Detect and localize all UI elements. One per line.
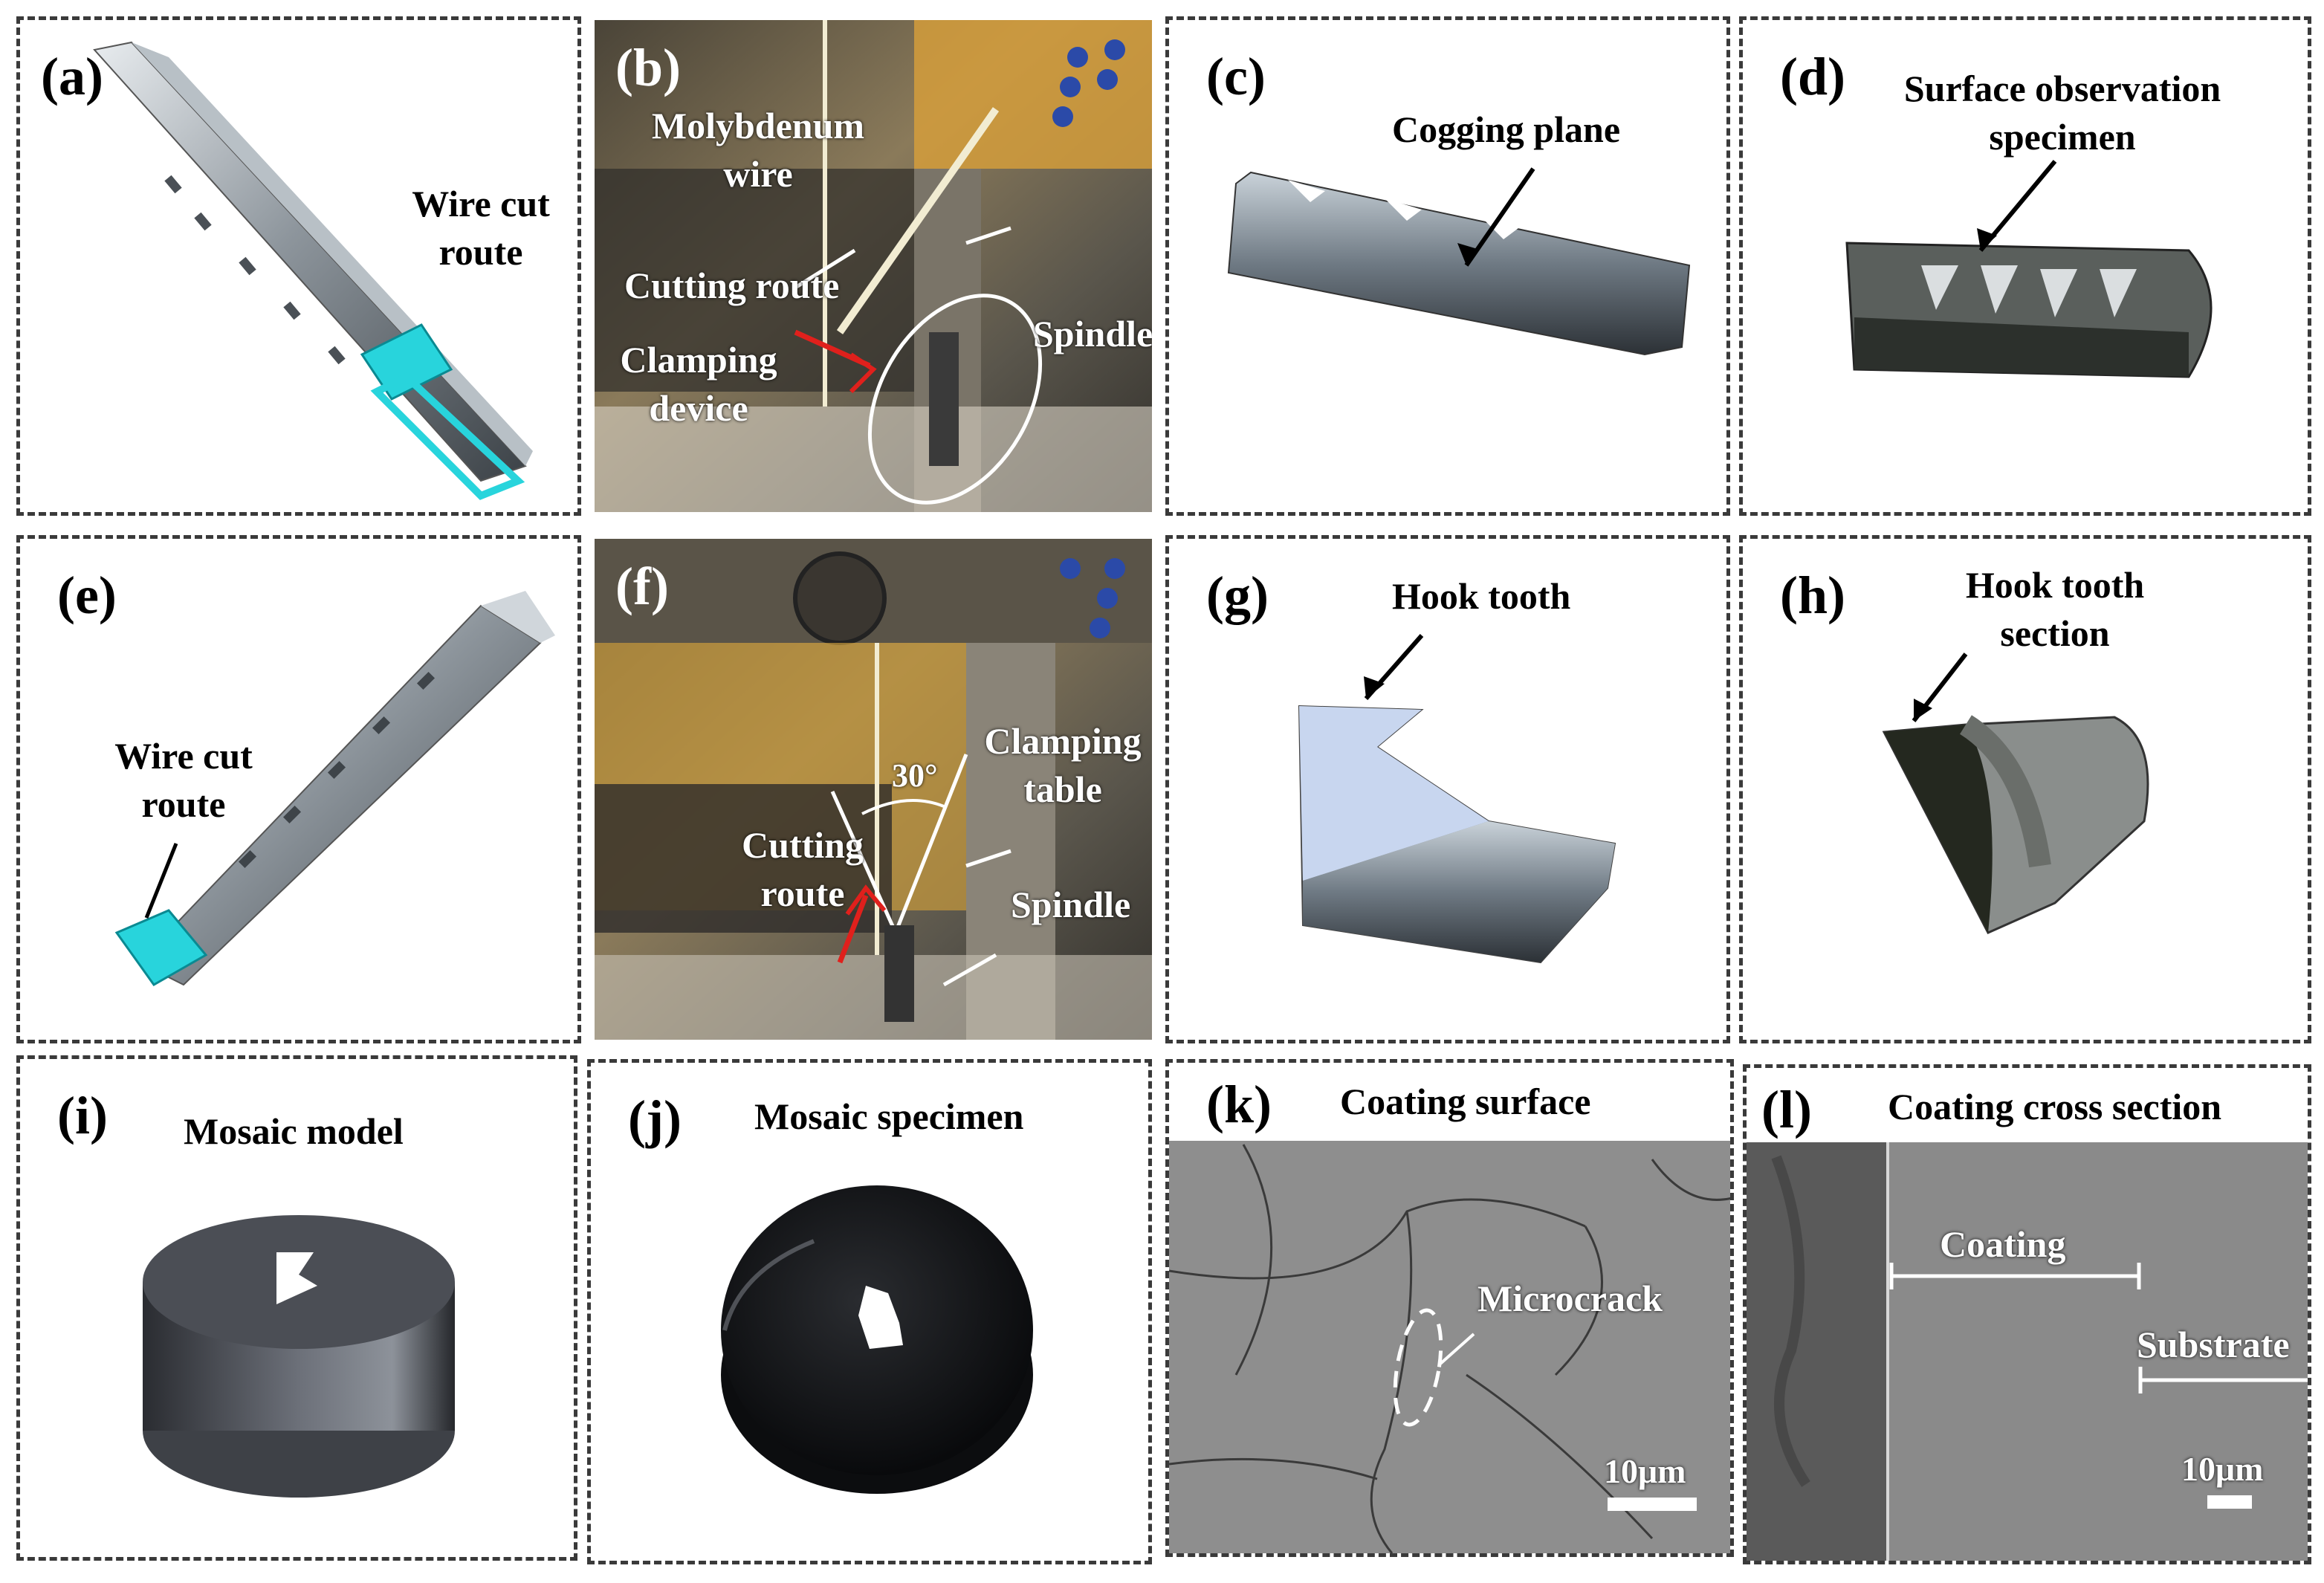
wire-cut-machine-photo-2 <box>595 539 1152 1040</box>
mosaic-model-diagram <box>143 1215 455 1498</box>
panel-f: (f) 30° Clamping table Cutting route Spi… <box>591 535 1156 1043</box>
spindle-label: Spindle <box>1033 313 1153 355</box>
cutting-route-label: Cutting route <box>624 265 840 306</box>
hook-tooth-section-label: Hook tooth section <box>1965 564 2145 654</box>
panel-j: (j) Mosaic specimen <box>587 1059 1152 1564</box>
cogging-plane-model <box>1227 167 1691 356</box>
panel-k: (k) Coating surface Microcrack 10μm <box>1165 1059 1734 1557</box>
cut-route-marker <box>114 909 208 986</box>
cutting-route-label: Cutting route <box>742 824 864 914</box>
clamping-device-label: Clamping device <box>620 339 777 429</box>
panel-letter: (h) <box>1780 566 1845 625</box>
saw-blade-model-diagram-2 <box>114 591 555 986</box>
panel-letter: (d) <box>1780 47 1845 106</box>
wire-cut-route-label: Wire cut route <box>412 183 550 273</box>
panel-letter: (c) <box>1206 47 1266 106</box>
hook-tooth-model <box>1298 634 1616 964</box>
scale-bar-label: 10μm <box>1604 1452 1686 1490</box>
coating-surface-sem <box>1169 1141 1730 1553</box>
coating-surface-label: Coating surface <box>1340 1081 1591 1122</box>
angle-label: 30° <box>892 757 938 794</box>
surface-observation-specimen-label: Surface observation specimen <box>1903 68 2221 158</box>
molybdenum-wire-label: Molybdenum wire <box>651 105 865 195</box>
mosaic-model-label: Mosaic model <box>184 1110 404 1152</box>
panel-b: (b) Molybdenum wire Cutting route Clampi… <box>591 16 1156 516</box>
surface-specimen-photo <box>1845 160 2213 378</box>
panel-letter: (j) <box>628 1090 682 1149</box>
panel-e: (e) Wire cut route <box>16 535 581 1043</box>
panel-l: (l) Coating cross section Coating Substr… <box>1743 1064 2311 1564</box>
mosaic-specimen-photo <box>721 1185 1033 1494</box>
coating-cross-section-label: Coating cross section <box>1888 1086 2222 1127</box>
cut-route-marker <box>360 323 453 401</box>
wire-cut-machine-photo <box>595 20 1152 512</box>
panel-letter: (a) <box>41 47 103 106</box>
panel-letter: (g) <box>1206 566 1269 625</box>
coating-label: Coating <box>1940 1223 2066 1265</box>
hook-tooth-section-photo <box>1882 653 2149 934</box>
substrate-label: Substrate <box>2137 1324 2290 1365</box>
panel-a: (a) Wire cut route <box>16 16 581 516</box>
spindle-label: Spindle <box>1011 884 1131 925</box>
panel-h: (h) Hook tooth section <box>1739 535 2311 1043</box>
panel-letter: (k) <box>1206 1075 1272 1134</box>
panel-letter: (l) <box>1761 1080 1812 1139</box>
mosaic-specimen-label: Mosaic specimen <box>754 1095 1024 1137</box>
cogging-plane-label: Cogging plane <box>1392 109 1621 150</box>
panel-letter: (e) <box>57 566 117 625</box>
coating-cross-section-sem <box>1747 1142 2308 1561</box>
hook-tooth-label: Hook tooth <box>1392 575 1571 617</box>
microcrack-label: Microcrack <box>1477 1278 1663 1319</box>
scale-bar-label: 10μm <box>2181 1450 2264 1488</box>
panel-letter: (i) <box>57 1086 108 1145</box>
panel-letter: (b) <box>615 38 681 97</box>
panel-i: (i) Mosaic model <box>16 1055 577 1561</box>
panel-c: (c) Cogging plane <box>1165 16 1730 516</box>
saw-blade-model-diagram <box>93 41 533 500</box>
wire-cut-route-label: Wire cut route <box>114 735 253 825</box>
panel-g: (g) Hook tooth <box>1165 535 1730 1043</box>
panel-letter: (f) <box>615 557 669 616</box>
clamping-table-label: Clamping table <box>984 720 1142 810</box>
panel-d: (d) Surface observation specimen <box>1739 16 2311 516</box>
